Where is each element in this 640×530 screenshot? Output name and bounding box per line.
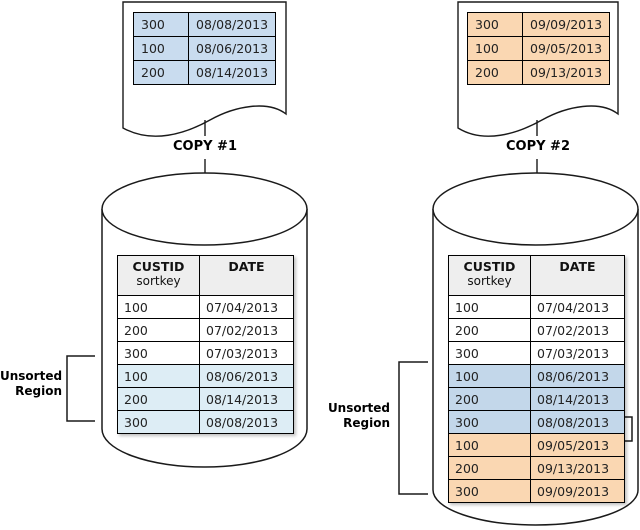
date-cell: 08/08/2013 [199, 410, 294, 434]
custid-header-label: CUSTID [463, 259, 516, 274]
date-cell: 09/09/2013 [522, 12, 610, 37]
date-cell: 08/14/2013 [530, 387, 625, 411]
date-cell: 08/14/2013 [199, 387, 294, 411]
date-cell: 09/09/2013 [530, 479, 625, 503]
table-row: 100 08/06/2013 [133, 36, 276, 61]
unsorted-label-line2: Region [343, 416, 390, 430]
custid-cell: 300 [117, 341, 200, 365]
custid-cell: 100 [448, 433, 531, 457]
table-row-sorted: 100 07/04/2013 [448, 295, 625, 319]
unsorted-region-bracket-right [398, 361, 428, 495]
custid-cell: 300 [117, 410, 200, 434]
table-row-sorted: 200 07/02/2013 [448, 318, 625, 342]
date-cell: 09/13/2013 [530, 456, 625, 480]
copy2-staged-table: 300 09/09/2013 100 09/05/2013 200 09/13/… [467, 12, 610, 85]
custid-cell: 200 [467, 60, 523, 85]
custid-cell: 200 [133, 60, 189, 85]
table-row-unsorted-copy2: 200 09/13/2013 [448, 456, 625, 480]
table-row: 200 08/14/2013 [133, 60, 276, 85]
custid-cell: 200 [448, 318, 531, 342]
copy2-label: COPY #2 [506, 139, 570, 154]
table-row-unsorted: 200 08/14/2013 [117, 387, 294, 411]
date-cell: 07/04/2013 [530, 295, 625, 319]
custid-cell: 100 [467, 36, 523, 61]
custid-cell: 100 [133, 36, 189, 61]
merge-point-bracket [624, 416, 633, 442]
custid-cell: 300 [448, 479, 531, 503]
custid-cell: 100 [117, 295, 200, 319]
custid-cell: 300 [467, 12, 523, 37]
unsorted-label-line2: Region [15, 384, 62, 398]
table-row-sorted: 100 07/04/2013 [117, 295, 294, 319]
custid-header: CUSTID sortkey [448, 255, 531, 296]
table-row-unsorted-copy1: 100 08/06/2013 [448, 364, 625, 388]
date-header: DATE [530, 255, 625, 296]
date-cell: 08/06/2013 [530, 364, 625, 388]
table-row: 300 08/08/2013 [133, 12, 276, 37]
table-row: 200 09/13/2013 [467, 60, 610, 85]
date-cell: 07/03/2013 [199, 341, 294, 365]
copy1-staged-table: 300 08/08/2013 100 08/06/2013 200 08/14/… [133, 12, 276, 85]
header-row: CUSTID sortkey DATE [448, 255, 625, 296]
unsorted-region-label-left: Unsorted Region [0, 369, 62, 399]
date-header-label: DATE [559, 259, 596, 274]
custid-cell: 200 [448, 456, 531, 480]
table-row-unsorted-copy2: 100 09/05/2013 [448, 433, 625, 457]
table-row-sorted: 200 07/02/2013 [117, 318, 294, 342]
date-cell: 07/04/2013 [199, 295, 294, 319]
unsorted-region-label-right: Unsorted Region [268, 401, 390, 431]
sortkey-sublabel: sortkey [467, 274, 512, 288]
table-row: 300 09/09/2013 [467, 12, 610, 37]
table-row-unsorted-copy1: 200 08/14/2013 [448, 387, 625, 411]
table-row-unsorted: 100 08/06/2013 [117, 364, 294, 388]
date-header: DATE [199, 255, 294, 296]
date-cell: 08/06/2013 [188, 36, 276, 61]
date-cell: 07/03/2013 [530, 341, 625, 365]
date-cell: 08/14/2013 [188, 60, 276, 85]
table-row-unsorted: 300 08/08/2013 [117, 410, 294, 434]
date-header-label: DATE [228, 259, 265, 274]
custid-cell: 200 [117, 318, 200, 342]
table-row: 100 09/05/2013 [467, 36, 610, 61]
sortkey-sublabel: sortkey [136, 274, 181, 288]
custid-cell: 300 [133, 12, 189, 37]
custid-cell: 300 [448, 341, 531, 365]
date-cell: 09/05/2013 [530, 433, 625, 457]
date-cell: 08/08/2013 [188, 12, 276, 37]
custid-cell: 300 [448, 410, 531, 434]
unsorted-label-line1: Unsorted [327, 401, 390, 415]
table-row-sorted: 300 07/03/2013 [117, 341, 294, 365]
custid-header: CUSTID sortkey [117, 255, 200, 296]
copy1-label: COPY #1 [173, 139, 237, 154]
header-row: CUSTID sortkey DATE [117, 255, 294, 296]
custid-header-label: CUSTID [132, 259, 185, 274]
custid-cell: 100 [117, 364, 200, 388]
date-cell: 09/05/2013 [522, 36, 610, 61]
custid-cell: 200 [448, 387, 531, 411]
left-database-table: CUSTID sortkey DATE 100 07/04/2013 200 0… [117, 255, 294, 434]
date-cell: 08/06/2013 [199, 364, 294, 388]
table-row-unsorted-copy1: 300 08/08/2013 [448, 410, 625, 434]
table-row-sorted: 300 07/03/2013 [448, 341, 625, 365]
table-row-unsorted-copy2: 300 09/09/2013 [448, 479, 625, 503]
custid-cell: 100 [448, 364, 531, 388]
unsorted-label-line1: Unsorted [0, 369, 63, 383]
date-cell: 08/08/2013 [530, 410, 625, 434]
date-cell: 07/02/2013 [199, 318, 294, 342]
custid-cell: 100 [448, 295, 531, 319]
custid-cell: 200 [117, 387, 200, 411]
right-database-table: CUSTID sortkey DATE 100 07/04/2013 200 0… [448, 255, 625, 503]
date-cell: 07/02/2013 [530, 318, 625, 342]
unsorted-region-bracket-left [66, 355, 95, 422]
date-cell: 09/13/2013 [522, 60, 610, 85]
